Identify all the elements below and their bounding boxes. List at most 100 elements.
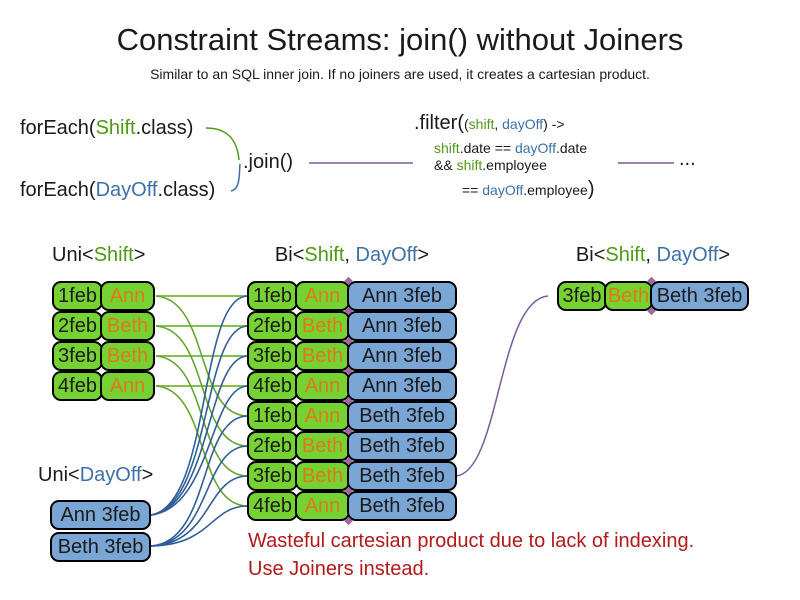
code-token: shift bbox=[434, 140, 460, 156]
code-token: dayOff bbox=[514, 140, 556, 156]
page-title: Constraint Streams: join() without Joine… bbox=[116, 22, 684, 57]
code-token: ( bbox=[464, 116, 469, 132]
diamond-icon bbox=[344, 516, 353, 526]
label-token: > bbox=[133, 244, 146, 266]
diamond-icon bbox=[344, 426, 353, 436]
bi-dayoff-cell: Ann 3feb bbox=[347, 281, 457, 311]
dayoff-curve bbox=[150, 505, 249, 547]
warning-note-line2: Use Joiners instead. bbox=[248, 558, 430, 580]
diamond-icon bbox=[344, 486, 353, 496]
shift-employee-cell: Beth bbox=[100, 341, 155, 371]
bi-date-cell: 3feb bbox=[247, 341, 298, 371]
diamond-icon bbox=[344, 336, 353, 346]
diamond-icon bbox=[647, 306, 656, 316]
bi-employee-cell: Ann bbox=[295, 281, 350, 311]
bi-dayoff-cell: Ann 3feb bbox=[347, 371, 457, 401]
label-token: > bbox=[417, 244, 430, 266]
bi-employee-cell: Beth bbox=[295, 461, 350, 491]
dayoff-curve bbox=[150, 475, 249, 547]
brace-blue-line bbox=[230, 163, 241, 192]
bi-dayoff-cell: Beth 3feb bbox=[347, 401, 457, 431]
label-uni-shift: Uni<Shift> bbox=[52, 244, 145, 267]
bi-date-cell: 3feb bbox=[247, 461, 298, 491]
code-filter-line4: == dayOff.employee) bbox=[462, 178, 595, 201]
label-token: DayOff bbox=[656, 244, 719, 266]
dayoff-cell: Beth 3feb bbox=[50, 532, 151, 562]
brace-green-line bbox=[205, 127, 240, 161]
label-bi-right: Bi<Shift, DayOff> bbox=[557, 244, 749, 267]
bi-employee-cell: Ann bbox=[295, 491, 350, 521]
label-uni-dayoff: Uni<DayOff> bbox=[38, 464, 153, 487]
page-subtitle: Similar to an SQL inner join. If no join… bbox=[150, 66, 650, 82]
purple-flow-lines bbox=[309, 162, 674, 477]
code-token: .class) bbox=[157, 179, 216, 201]
label-token: , bbox=[645, 244, 657, 266]
bi-date-cell: 2feb bbox=[247, 311, 298, 341]
label-token: , bbox=[344, 244, 356, 266]
shift-table-row: 4feb Ann bbox=[52, 371, 155, 401]
bi-table-row: 2feb Beth Ann 3feb bbox=[247, 311, 457, 341]
bi-right-table-row: 3feb Beth Beth 3feb bbox=[557, 281, 749, 311]
shift-date-cell: 2feb bbox=[52, 311, 103, 341]
bi-date-cell: 1feb bbox=[247, 401, 298, 431]
bi-date-cell: 4feb bbox=[247, 371, 298, 401]
code-foreach-dayoff: forEach(DayOff.class) bbox=[20, 179, 215, 202]
dayoff-cell: Ann 3feb bbox=[50, 500, 151, 530]
label-token: Uni< bbox=[52, 244, 94, 266]
bi-date-cell: 1feb bbox=[247, 281, 298, 311]
diamond-icon bbox=[344, 276, 353, 286]
shift-employee-cell: Ann bbox=[100, 281, 155, 311]
warning-note-line1: Wasteful cartesian product due to lack o… bbox=[248, 530, 695, 552]
dayoff-curve bbox=[150, 355, 249, 516]
label-token: DayOff bbox=[79, 464, 142, 486]
code-foreach-shift: forEach(Shift.class) bbox=[20, 117, 193, 140]
code-token: .employee bbox=[482, 157, 547, 173]
code-token: ... bbox=[679, 148, 696, 170]
bi-right-date-cell: 3feb bbox=[557, 281, 607, 311]
diamond-icon bbox=[344, 396, 353, 406]
shift-employee-cell: Beth bbox=[100, 311, 155, 341]
bi-employee-cell: Beth bbox=[295, 431, 350, 461]
code-token-shift-param: shift bbox=[468, 116, 495, 132]
bi-employee-cell: Beth bbox=[295, 311, 350, 341]
diamond-icon bbox=[344, 456, 353, 466]
bi-dayoff-cell: Ann 3feb bbox=[347, 341, 457, 371]
bi-date-cell: 4feb bbox=[247, 491, 298, 521]
code-token: forEach( bbox=[20, 179, 96, 201]
junction-diamonds bbox=[344, 276, 656, 526]
bi-date-cell: 2feb bbox=[247, 431, 298, 461]
shift-curve bbox=[155, 295, 249, 417]
bi-table-row: 4feb Ann Ann 3feb bbox=[247, 371, 457, 401]
code-ellipsis: ... bbox=[679, 148, 696, 171]
code-token-dayoff-class: DayOff bbox=[95, 179, 158, 201]
code-token: forEach( bbox=[20, 117, 96, 139]
join-brace-lines bbox=[205, 127, 241, 192]
label-token: DayOff bbox=[355, 244, 418, 266]
dayoff-curve bbox=[150, 325, 249, 516]
label-token: > bbox=[718, 244, 731, 266]
bi-right-dayoff-cell: Beth 3feb bbox=[650, 281, 749, 311]
code-token-dayoff-param: dayOff bbox=[502, 116, 544, 132]
diamond-icon bbox=[647, 276, 656, 286]
code-token: .join() bbox=[243, 151, 294, 173]
bi-dayoff-cell: Ann 3feb bbox=[347, 311, 457, 341]
bi-table-row: 2feb Beth Beth 3feb bbox=[247, 431, 457, 461]
code-token: .employee bbox=[523, 182, 588, 198]
code-token: .date bbox=[555, 140, 588, 156]
code-token-shift-class: Shift bbox=[95, 117, 136, 139]
dayoff-table-row: Ann 3feb bbox=[50, 500, 151, 530]
label-token: Bi< bbox=[575, 244, 606, 266]
shift-table-row: 3feb Beth bbox=[52, 341, 155, 371]
dayoff-curve bbox=[150, 445, 249, 547]
dayoff-curve bbox=[150, 385, 249, 516]
bi-to-result-curve bbox=[455, 295, 549, 477]
label-token: Shift bbox=[605, 244, 646, 266]
code-token: ) bbox=[587, 178, 595, 200]
code-token: dayOff bbox=[482, 182, 524, 198]
label-token: Uni< bbox=[38, 464, 80, 486]
shift-employee-cell: Ann bbox=[100, 371, 155, 401]
code-token: shift bbox=[456, 157, 483, 173]
shift-table-row: 2feb Beth bbox=[52, 311, 155, 341]
